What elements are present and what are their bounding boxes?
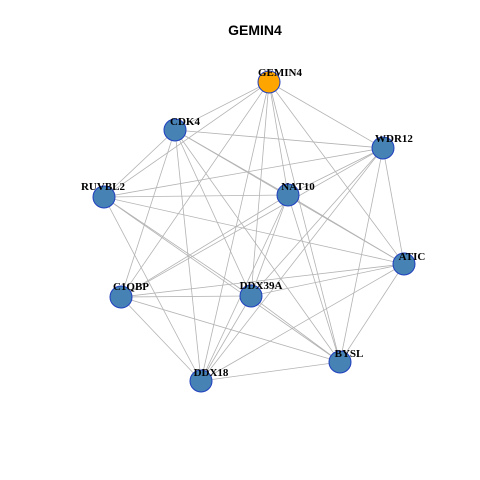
edge-ruvbl2-bysl [103,196,341,363]
edge-gemin4-atic [268,81,405,265]
edge-atic-bysl [339,263,405,363]
edge-atic-c1qbp [120,263,405,298]
edge-c1qbp-bysl [120,296,341,363]
edge-ruvbl2-ddx39a [103,196,252,297]
edge-cdk4-ruvbl2 [103,129,176,198]
edge-cdk4-c1qbp [120,129,176,298]
node-label-ruvbl2: RUVBL2 [81,181,126,193]
edge-wdr12-ruvbl2 [103,147,384,198]
edge-bysl-ddx18 [200,361,341,382]
node-ruvbl2 [92,185,116,209]
edge-nat10-atic [287,194,405,265]
node-gemin4 [257,70,281,94]
node-c1qbp [109,285,133,309]
node-label-gemin4: GEMIN4 [258,67,303,79]
edge-cdk4-wdr12 [174,129,384,149]
edge-nat10-ddx39a [250,194,289,297]
edge-atic-ddx18 [200,263,405,382]
edge-atic-ddx39a [250,263,405,297]
node-label-bysl: BYSL [335,348,364,360]
node-label-ddx39a: DDX39A [240,280,283,292]
edge-gemin4-c1qbp [120,81,270,298]
edge-gemin4-ddx18 [200,81,270,382]
edge-gemin4-nat10 [268,81,289,196]
edge-wdr12-ddx18 [200,147,384,382]
node-label-c1qbp: C1QBP [113,281,149,293]
edge-wdr12-ddx39a [250,147,384,297]
edge-cdk4-ddx39a [174,129,252,297]
node-layer [92,70,416,393]
edge-c1qbp-ddx18 [120,296,202,382]
edge-nat10-c1qbp [120,194,289,298]
edge-nat10-bysl [287,194,341,363]
node-nat10 [276,183,300,207]
edge-c1qbp-ddx39a [120,295,252,298]
node-label-nat10: NAT10 [281,181,315,193]
node-label-atic: ATIC [399,251,426,263]
node-wdr12 [371,136,395,160]
edge-gemin4-cdk4 [174,81,270,131]
edge-gemin4-bysl [268,81,341,363]
node-label-cdk4: CDK4 [170,116,200,128]
node-bysl [328,350,352,374]
edge-cdk4-bysl [174,129,341,363]
node-atic [392,252,416,276]
node-cdk4 [163,118,187,142]
edge-wdr12-nat10 [287,147,384,196]
node-ddx39a [239,284,263,308]
edge-ddx39a-ddx18 [200,295,252,382]
node-ddx18 [189,369,213,393]
edge-ddx39a-bysl [250,295,341,363]
node-label-wdr12: WDR12 [375,133,413,145]
edge-gemin4-wdr12 [268,81,384,149]
edge-layer [103,81,405,382]
edge-gemin4-ddx39a [250,81,270,297]
edge-wdr12-bysl [339,147,384,363]
edge-ruvbl2-nat10 [103,194,289,198]
edge-ruvbl2-atic [103,196,405,265]
edge-gemin4-ruvbl2 [103,81,270,198]
graph-title: GEMIN4 [228,22,282,38]
edge-wdr12-c1qbp [120,147,384,298]
node-label-ddx18: DDX18 [194,367,229,379]
edge-wdr12-atic [382,147,405,265]
edge-ruvbl2-ddx18 [103,196,202,382]
